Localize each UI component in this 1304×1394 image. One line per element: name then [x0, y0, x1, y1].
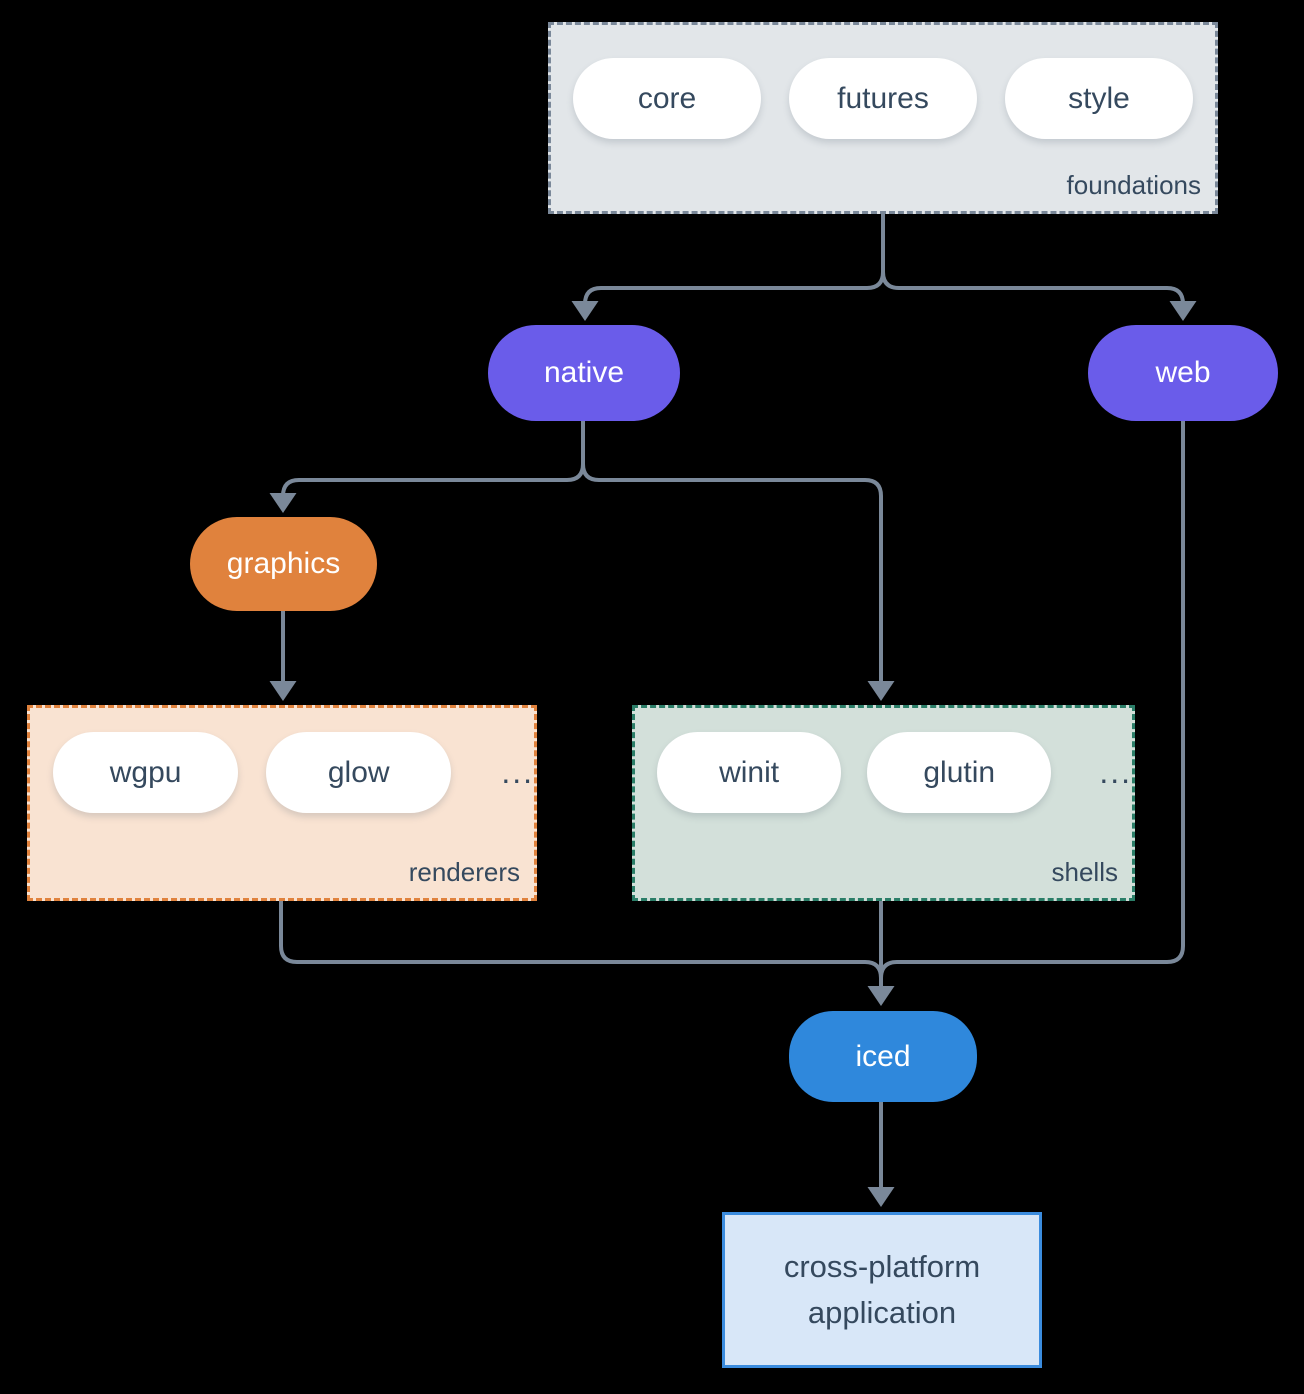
edge-foundations-web — [881, 214, 1185, 305]
arrowhead-native-icon — [571, 301, 599, 321]
node-core: core — [573, 58, 761, 139]
group-shells-label: shells — [1051, 857, 1118, 887]
group-shells: winit glutin ... shells — [632, 705, 1135, 901]
renderers-ellipsis: ... — [501, 754, 534, 790]
arrowhead-renderers-icon — [269, 681, 297, 701]
edge-renderers-merge — [279, 901, 883, 979]
edge-foundations-native — [583, 214, 885, 305]
node-glow: glow — [266, 732, 452, 813]
group-foundations: core futures style foundations — [548, 22, 1218, 214]
node-style: style — [1005, 58, 1193, 139]
node-futures: futures — [789, 58, 977, 139]
node-winit: winit — [657, 732, 842, 813]
node-iced: iced — [789, 1011, 977, 1102]
group-renderers-label: renderers — [408, 857, 520, 887]
application-label-line2: application — [807, 1295, 957, 1330]
group-renderers: wgpu glow ... renderers — [27, 705, 537, 901]
node-wgpu: wgpu — [53, 732, 239, 813]
arrowhead-iced-icon — [867, 986, 895, 1006]
arrowhead-graphics-icon — [269, 493, 297, 513]
group-foundations-label: foundations — [1066, 170, 1201, 200]
node-glutin: glutin — [867, 732, 1052, 813]
node-native: native — [488, 325, 680, 421]
arrowhead-application-icon — [867, 1187, 895, 1207]
application-label-line1: cross-platform — [783, 1248, 981, 1284]
node-application: cross-platform application — [722, 1212, 1042, 1368]
arrowhead-shells-icon — [867, 681, 895, 701]
edge-native-graphics — [281, 421, 585, 497]
edge-native-shells — [581, 421, 883, 684]
node-graphics: graphics — [190, 517, 377, 611]
node-web: web — [1088, 325, 1278, 421]
arrowhead-web-icon — [1169, 301, 1197, 321]
shells-ellipsis: ... — [1099, 754, 1132, 790]
